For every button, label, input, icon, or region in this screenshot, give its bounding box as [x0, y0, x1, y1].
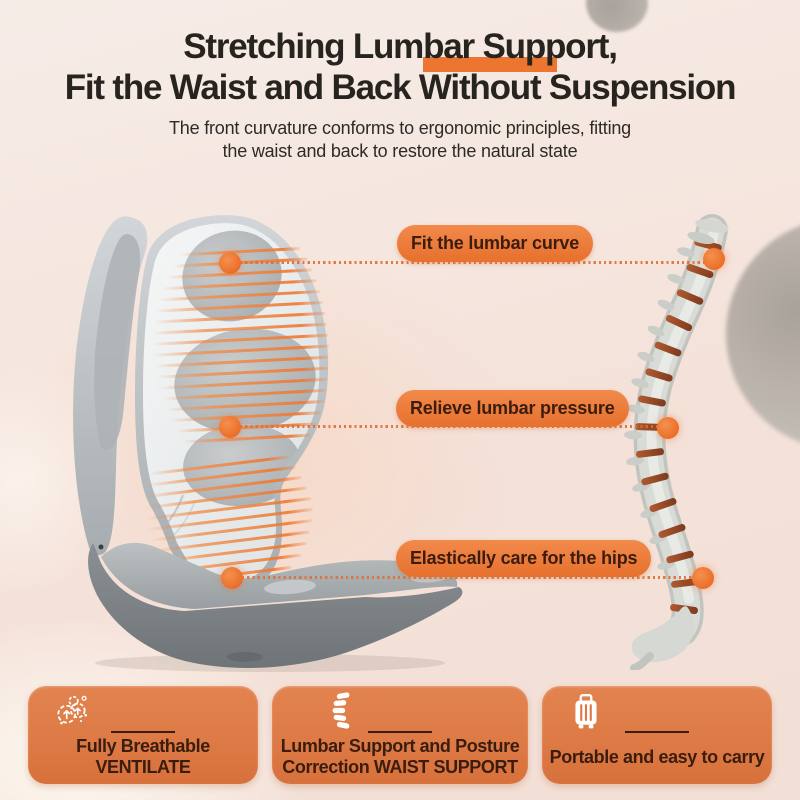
feature-cards: Fully Breathable VENTILATE Lumbar Suppor… [28, 686, 772, 784]
product-marker-dot-2 [219, 416, 241, 438]
title-line-1: Stretching Lumbar Support, [183, 27, 618, 66]
breathable-icon [57, 695, 87, 725]
title-line-2: Fit the Waist and Back Without Suspensio… [64, 68, 737, 107]
subtitle-line-1: The front curvature conforms to ergonomi… [168, 118, 631, 138]
feature-card-waist-support: Lumbar Support and Posture Correction WA… [272, 686, 528, 784]
spine-icon [332, 692, 350, 729]
product-marker-dot-3 [221, 567, 243, 589]
feature-card-text: Portable and easy to carry [542, 747, 772, 768]
spine-marker-dot-3 [692, 567, 714, 589]
feature-line-1: Portable and easy to carry [549, 747, 765, 767]
luggage-icon [575, 694, 597, 729]
header: Stretching Lumbar Support, Fit the Waist… [0, 26, 800, 163]
feature-card-text: Lumbar Support and Posture Correction WA… [272, 736, 528, 778]
feature-line-1: Fully Breathable [76, 736, 210, 756]
feature-card-ventilate: Fully Breathable VENTILATE [28, 686, 258, 784]
callout-label-lumbar-pressure: Relieve lumbar pressure [396, 390, 629, 427]
product-marker-dot-1 [219, 252, 241, 274]
spine-illustration [623, 214, 729, 670]
title-highlight-bar [423, 57, 557, 72]
subtitle-line-2: the waist and back to restore the natura… [222, 141, 578, 161]
card-divider [625, 731, 689, 733]
feature-card-text: Fully Breathable VENTILATE [28, 736, 258, 778]
feature-line-2: Correction WAIST SUPPORT [282, 757, 518, 777]
callout-label-lumbar-curve: Fit the lumbar curve [397, 225, 594, 262]
feature-line-1: Lumbar Support and Posture [280, 736, 520, 756]
subtitle: The front curvature conforms to ergonomi… [0, 117, 800, 163]
card-divider [111, 731, 175, 733]
feature-line-2: VENTILATE [95, 757, 191, 777]
spine-marker-dot-2 [657, 417, 679, 439]
callout-label-hips: Elastically care for the hips [396, 540, 652, 577]
lumbar-support-product-illustration [73, 215, 463, 672]
page-title: Stretching Lumbar Support, Fit the Waist… [0, 26, 800, 108]
feature-card-portable: Portable and easy to carry [542, 686, 772, 784]
card-divider [368, 731, 432, 733]
spine-marker-dot-1 [703, 248, 725, 270]
